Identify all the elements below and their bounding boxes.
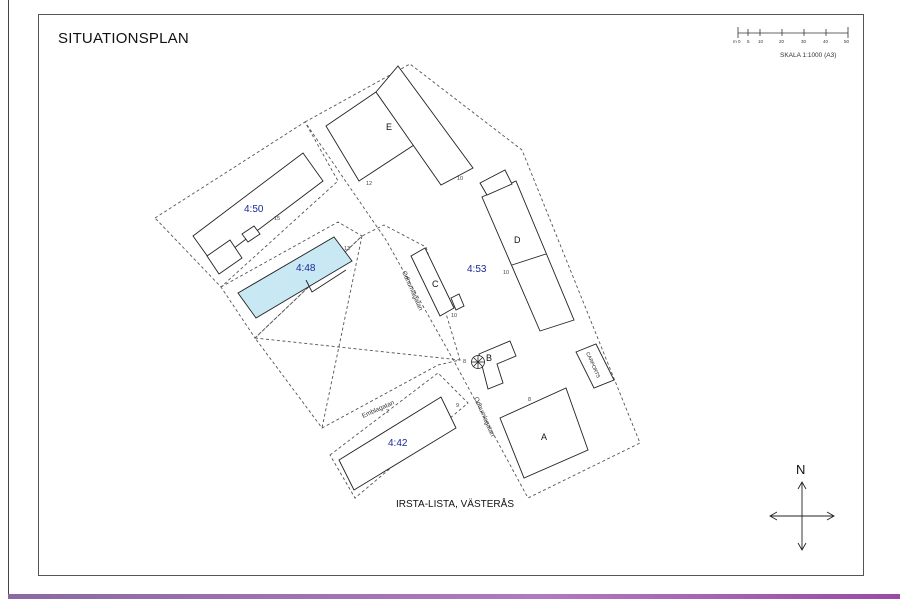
boundary-4-42: [329, 372, 469, 499]
building-c-annex: [450, 293, 465, 311]
building-labels: E D C B A CARPORTS: [386, 122, 601, 442]
buildings: [192, 65, 615, 491]
courtyard-diagonal: [254, 337, 461, 361]
scale-label: SKALA 1:1000 (A3): [780, 52, 836, 59]
building-e-main: [375, 65, 474, 186]
boundary-4-50: [154, 121, 339, 288]
place-label: IRSTA-LISTA, VÄSTERÅS: [396, 497, 514, 510]
outer-border-line: [8, 0, 9, 594]
property-label-4-42: 4:42: [388, 438, 408, 449]
building-c: [410, 247, 455, 317]
north-arrow-head: [797, 481, 807, 490]
scale-tick-label: 30: [801, 39, 807, 44]
building-4-48-step: [305, 269, 347, 293]
property-label-4-48: 4:48: [296, 263, 316, 274]
house-numbers: 15 13 12 10 10 10 8 8 9 2: [274, 176, 531, 415]
scale-tick-label: 40: [823, 39, 829, 44]
property-label-4-53: 4:53: [467, 264, 487, 275]
scale-tick-label: m 0: [733, 39, 741, 44]
property-labels: 4:50 4:48 4:53 4:42: [244, 204, 487, 449]
building-d-divider: [511, 253, 547, 266]
scale-tick-labels: m 0 5 10 20 30 40 50: [733, 39, 850, 44]
building-4-50: [192, 152, 324, 265]
house-number: 13: [344, 246, 350, 252]
building-a: [499, 387, 589, 479]
building-label-e: E: [386, 122, 392, 132]
property-label-4-50: 4:50: [244, 204, 264, 215]
building-label-b: B: [486, 353, 492, 363]
building-4-50-porch: [241, 225, 261, 243]
building-label-c: C: [432, 279, 439, 289]
house-number: 8: [528, 397, 531, 403]
house-number: 10: [451, 313, 457, 319]
highlighted-property: [237, 236, 353, 319]
house-number: 9: [456, 403, 459, 409]
tree-symbol: [471, 355, 485, 369]
street-name-odhumlagatan: Odhumlagatan: [472, 396, 496, 438]
house-number: 10: [503, 270, 509, 276]
map-title: SITUATIONSPLAN: [58, 30, 189, 47]
building-4-42: [338, 396, 457, 491]
scale-tick-label: 50: [844, 39, 850, 44]
building-d-annex: [479, 169, 513, 196]
scale-tick-label: 5: [747, 39, 750, 44]
scale-tick-label: 20: [779, 39, 785, 44]
building-d: [481, 180, 575, 332]
south-arrow-head: [797, 542, 807, 551]
house-number: 10: [457, 176, 463, 182]
house-number: 12: [366, 181, 372, 187]
scale-bar: [737, 27, 849, 38]
north-arrow: [769, 481, 835, 551]
building-label-d: D: [514, 235, 521, 245]
property-boundaries: [154, 63, 641, 499]
house-number: 15: [274, 216, 280, 222]
boundary-courtyard: [254, 224, 461, 429]
building-carports: [575, 343, 615, 389]
building-4-48-highlight: [237, 236, 353, 319]
building-label-a: A: [541, 432, 547, 442]
east-arrow-head: [826, 511, 835, 521]
building-4-50-annex: [206, 239, 243, 275]
west-arrow-head: [769, 511, 778, 521]
north-label: N: [796, 462, 805, 477]
map-frame: [38, 14, 864, 576]
tree-line: [473, 357, 483, 367]
boundary-4-53: [304, 63, 641, 499]
building-b: [478, 340, 517, 390]
house-number: 2: [386, 409, 389, 415]
street-name-emblagatan: Emblagatan: [361, 399, 396, 420]
bottom-accent-line: [8, 594, 900, 599]
scale-tick-label: 10: [758, 39, 764, 44]
house-number: 8: [463, 359, 466, 365]
